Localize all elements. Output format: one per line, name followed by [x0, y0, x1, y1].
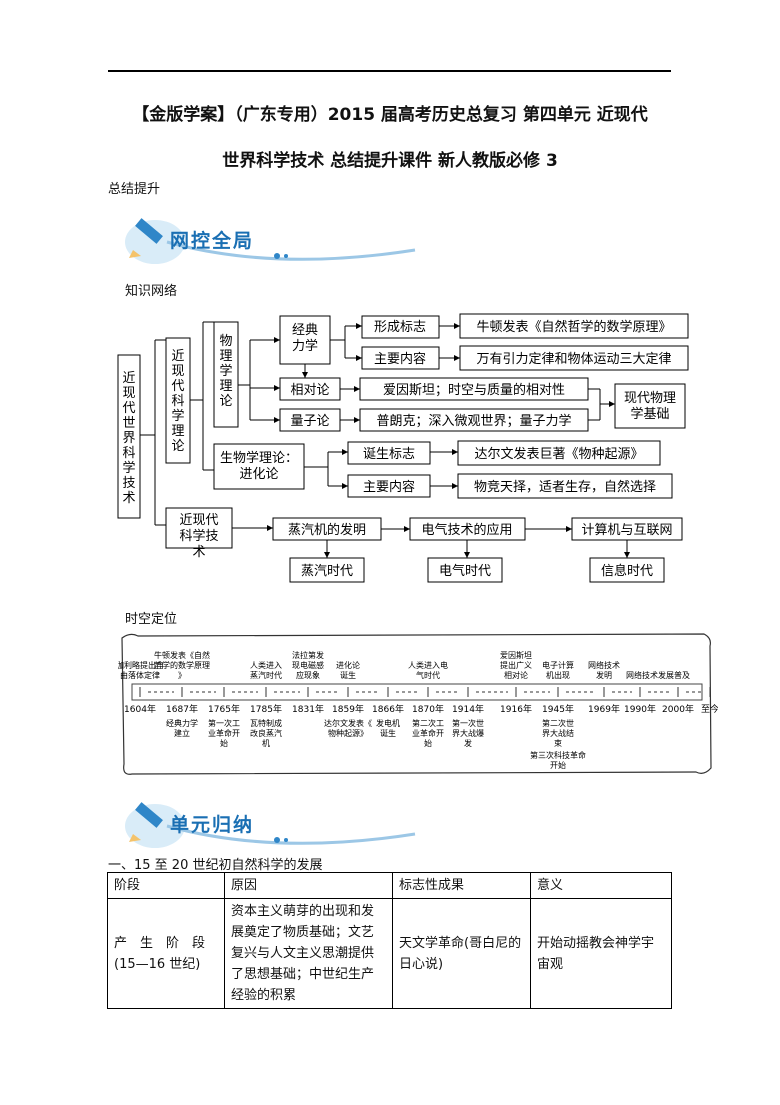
mindmap-biology: 生物学理论：进化论 [220, 450, 298, 482]
timeline-event-below: 第三次科技革命开始 [530, 750, 586, 770]
mindmap-relativity-value: 爱因斯坦；时空与质量的相对性 [383, 382, 565, 398]
timeline-event-below: 瓦特制成改良蒸汽机 [250, 718, 282, 748]
timeline-event-above: 人类进入电气时代 [408, 660, 448, 680]
mindmap-steam-era: 蒸汽时代 [301, 564, 353, 579]
timeline-event-below: 发电机诞生 [376, 718, 400, 738]
timeline-event-above: 网络技术发展普及 [626, 670, 690, 680]
timeline-year: 1916年 [500, 703, 532, 715]
mindmap-root: 近现代世界科学技术 [122, 371, 135, 506]
mindmap-birth-label: 诞生标志 [363, 447, 415, 462]
timeline-event-above: 伽利略提出自由落体定律 [118, 660, 164, 680]
mindmap-electric: 电气技术的应用 [421, 522, 512, 538]
timeline-event-above: 网络技术发明 [588, 660, 620, 680]
section-knowledge-network: 知识网络 [125, 284, 178, 299]
summary-table: 阶段 原因 标志性成果 意义 产 生 阶 段(15—16 世纪) 资本主义萌芽的… [107, 872, 672, 1009]
mindmap-quantum-value: 普朗克；深入微观世界；量子力学 [376, 413, 571, 429]
mindmap-classical: 经典力学 [292, 323, 318, 354]
pencil-banner-icon [125, 802, 416, 848]
timeline-event-above: 牛顿发表《自然哲学的数学原理》 [154, 650, 210, 680]
mindmap-root-box [117, 354, 141, 519]
timeline-year: 1914年 [452, 703, 484, 715]
table-header-row: 阶段 原因 标志性成果 意义 [107, 872, 672, 899]
timeline-chart: 1604年 1687年 1765年 1785年 1831年 1859年 1866年 1870年… [118, 633, 718, 775]
mindmap-electric-era: 电气时代 [439, 563, 491, 579]
banner-network: 网控全局 [115, 212, 435, 268]
knowledge-mindmap: 近现代世界科学技术 近现代科学理论 物理学理论 经典力学 形成标志 牛顿发表《自… [117, 313, 689, 583]
table-header-stage: 阶段 [107, 872, 225, 899]
mindmap-bio-content-value: 物竞天择，适者生存，自然选择 [474, 479, 656, 495]
timeline-year: 1866年 [372, 703, 404, 715]
timeline-event-above: 进化论诞生 [336, 660, 360, 680]
mindmap-info-era: 信息时代 [601, 563, 653, 579]
banner-summary: 单元归纳 [115, 796, 435, 852]
timeline-year: 1969年 [588, 703, 620, 715]
timeline-year: 1859年 [332, 703, 364, 715]
mindmap-relativity: 相对论 [290, 383, 329, 398]
timeline-event-below: 第一次世界大战爆发 [452, 718, 484, 748]
mindmap-tech: 近现代科学技术 [179, 513, 218, 560]
mindmap-physics: 物理学理论 [219, 334, 232, 409]
timeline-event-above: 人类进入蒸汽时代 [250, 660, 282, 680]
banner-summary-text: 单元归纳 [170, 814, 255, 836]
timeline-year: 1831年 [292, 703, 324, 715]
timeline-event-below: 经典力学建立 [166, 718, 198, 738]
mindmap-steam: 蒸汽机的发明 [288, 522, 366, 538]
mindmap-formation-label: 形成标志 [374, 320, 426, 335]
timeline-year: 1870年 [412, 703, 444, 715]
timeline-event-below: 达尔文发表《物种起源》 [324, 718, 372, 738]
mindmap-modern-physics: 现代物理学基础 [624, 391, 676, 422]
mindmap-main-content-label: 主要内容 [374, 351, 426, 367]
table-row: 产 生 阶 段(15—16 世纪) 资本主义萌芽的出现和发展奠定了物质基础；文艺… [107, 898, 672, 1009]
table-cell-result: 天文学革命(哥白尼的日心说) [392, 898, 531, 1009]
pencil-banner-icon [125, 218, 416, 264]
table-header-meaning: 意义 [530, 872, 672, 899]
timeline-year: 1785年 [250, 703, 282, 715]
table-cell-meaning: 开始动摇教会神学宇宙观 [530, 898, 672, 1009]
mindmap-birth-value: 达尔文发表巨著《物种起源》 [474, 446, 643, 462]
table-header-result: 标志性成果 [392, 872, 531, 899]
table-header-reason: 原因 [224, 872, 393, 899]
timeline-frame [121, 633, 712, 775]
timeline-event-below: 第二次工业革命开始 [412, 718, 444, 748]
timeline-year: 1945年 [542, 703, 574, 715]
timeline-year: 1990年 [624, 703, 656, 715]
mindmap-formation-value: 牛顿发表《自然哲学的数学原理》 [476, 319, 671, 335]
section-one-heading: 一、15 至 20 世纪初自然科学的发展 [108, 858, 323, 873]
table-cell-stage: 产 生 阶 段(15—16 世纪) [107, 898, 225, 1009]
table-cell-reason: 资本主义萌芽的出现和发展奠定了物质基础；文艺复兴与人文主义思潮提供了思想基础；中… [224, 898, 393, 1009]
section-timeline: 时空定位 [125, 612, 178, 627]
timeline-year: 1687年 [166, 703, 198, 715]
subtitle: 总结提升 [108, 182, 161, 197]
mindmap-quantum: 量子论 [290, 414, 329, 429]
timeline-event-above: 法拉第发现电磁感应现象 [292, 650, 324, 680]
mindmap-computer: 计算机与互联网 [581, 523, 672, 538]
mindmap-main-content-value: 万有引力定律和物体运动三大定律 [476, 352, 671, 367]
top-rule [108, 70, 671, 72]
mindmap-bio-content-label: 主要内容 [363, 479, 415, 495]
timeline-year: 1604年 [124, 703, 156, 715]
document-title-line1: 【金版学案】（广东专用）2015 届高考历史总复习 第四单元 近现代 [132, 105, 648, 125]
timeline-year: 2000年 [662, 703, 694, 715]
timeline-event-below: 第一次工业革命开始 [208, 718, 240, 748]
timeline-event-above: 电子计算机出现 [542, 660, 574, 680]
timeline-year: 至今 [701, 703, 718, 715]
banner-network-text: 网控全局 [170, 230, 255, 252]
document-title-line2: 世界科学技术 总结提升课件 新人教版必修 3 [222, 151, 558, 171]
timeline-event-below: 第二次世界大战结束 [542, 718, 574, 748]
mindmap-theory: 近现代科学理论 [171, 349, 184, 454]
timeline-event-above: 爱因斯坦提出广义相对论 [500, 650, 532, 680]
timeline-year: 1765年 [208, 703, 240, 715]
